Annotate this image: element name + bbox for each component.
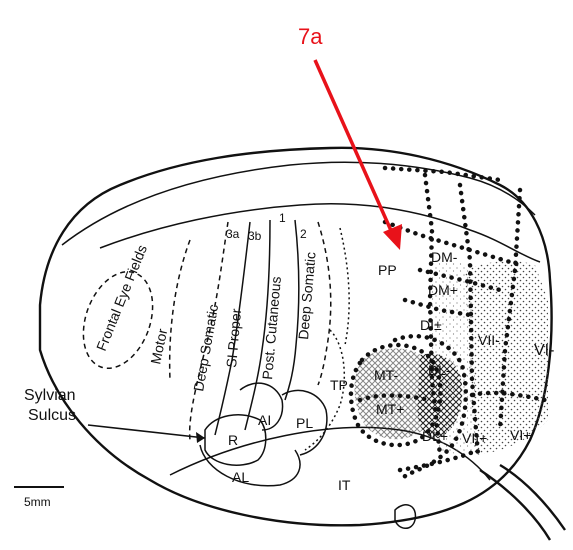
annotation-7a-label: 7a	[298, 24, 323, 49]
r-label: R	[228, 432, 238, 448]
vi-plus-label: VI+	[510, 427, 531, 443]
pp-label: PP	[378, 262, 397, 278]
brainstem	[480, 465, 565, 540]
mt-minus-label: MT-	[374, 367, 398, 383]
vii-minus-label: VII-	[478, 332, 500, 348]
cerebellum-tip	[395, 505, 415, 528]
mt-plus-label: MT+	[376, 401, 404, 417]
area-3b-label: 3b	[248, 229, 262, 243]
al-label: AL	[232, 469, 249, 485]
dm-minus-label: DM-	[431, 249, 458, 265]
di-pm-label: DI±	[420, 317, 442, 333]
area-1-label: 1	[279, 211, 286, 225]
dl-minus-label: DL-	[428, 362, 451, 378]
tp-label: TP	[330, 377, 348, 393]
sulcus-label: Sulcus	[28, 407, 76, 424]
it-label: IT	[338, 477, 351, 493]
area-2-label: 2	[300, 227, 307, 241]
scale-label: 5mm	[24, 495, 51, 509]
vii-plus-label: VII+	[462, 430, 487, 446]
boundary-dorsal-top	[385, 168, 500, 180]
dm-plus-label: DM+	[428, 282, 458, 298]
boundary-it	[400, 450, 478, 470]
vi-minus-label: VI-	[534, 342, 554, 359]
sylvian-label: Sylvian	[24, 387, 76, 404]
area-3a-label: 3a	[226, 227, 240, 241]
ai-label: AI	[258, 412, 271, 428]
dl-plus-label: DL+	[422, 428, 448, 444]
pl-label: PL	[296, 415, 313, 431]
mt-crosshatch	[355, 348, 436, 439]
